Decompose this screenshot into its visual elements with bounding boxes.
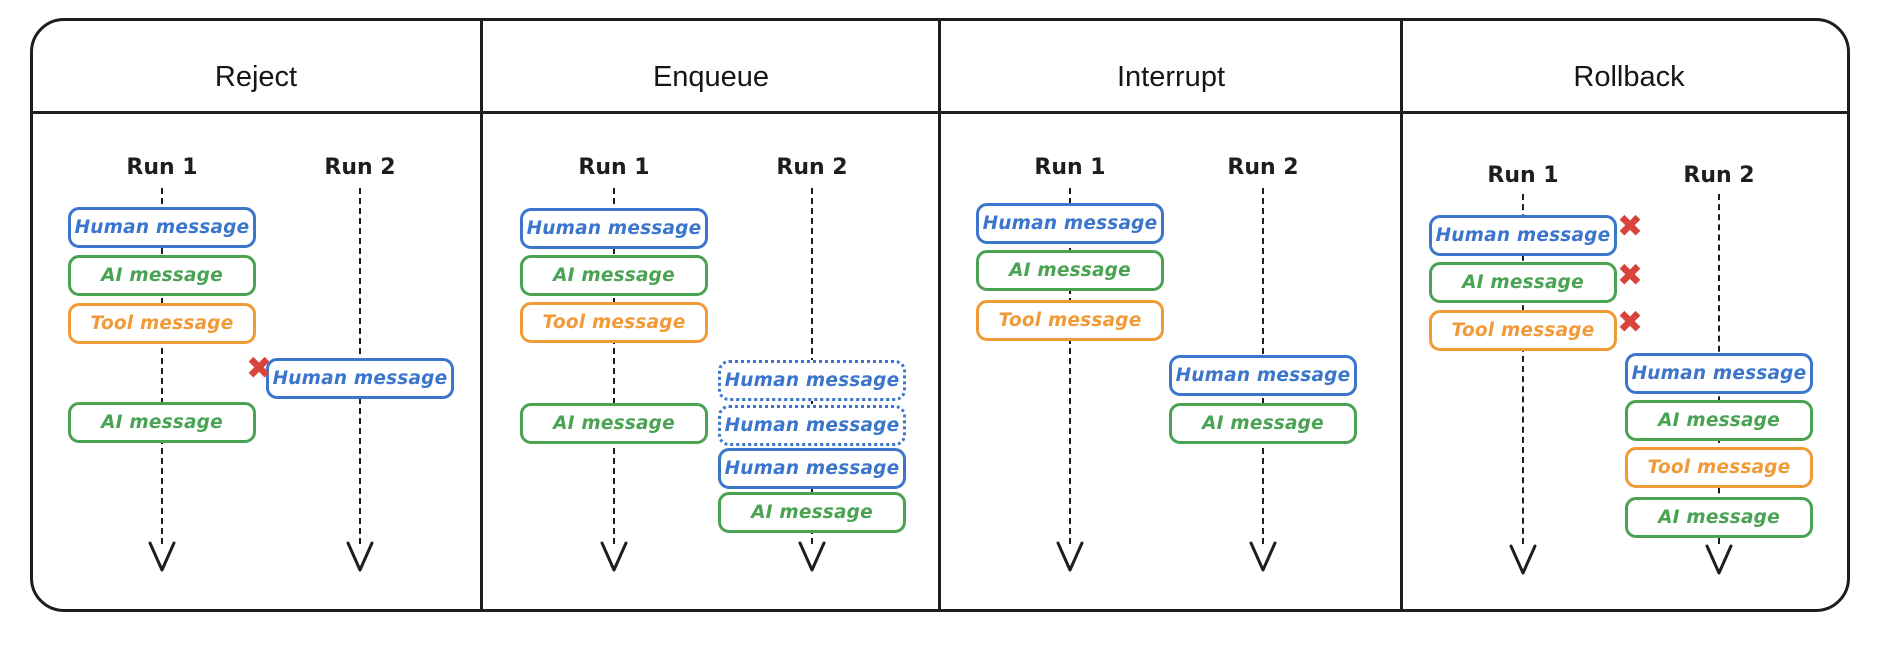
run-label: Run 1 <box>578 155 650 180</box>
tool-message-box: Tool message <box>520 302 708 343</box>
run-lifeline <box>161 188 163 544</box>
arrow-down-icon <box>1703 543 1735 577</box>
panel-title-rollback: Rollback <box>1573 61 1685 93</box>
tool-message-box: Tool message <box>1625 447 1813 488</box>
human-message-box: Human message <box>266 358 454 399</box>
run-lifeline <box>613 188 615 544</box>
arrow-down-icon <box>598 540 630 574</box>
panel-divider-1 <box>480 21 483 611</box>
ai-message-box: AI message <box>1169 403 1357 444</box>
rollback-x-icon: ✖ <box>1617 304 1643 341</box>
panel-title-interrupt: Interrupt <box>1117 61 1225 93</box>
ai-message-box: AI message <box>1625 497 1813 538</box>
run-label: Run 1 <box>126 155 198 180</box>
queued-human-message-box: Human message <box>718 405 906 446</box>
panel-divider-2 <box>938 21 941 611</box>
human-message-box: Human message <box>1169 355 1357 396</box>
run-lifeline <box>1522 194 1524 544</box>
panel-divider-3 <box>1400 21 1403 611</box>
arrow-down-icon <box>344 540 376 574</box>
human-message-box: Human message <box>1625 353 1813 394</box>
ai-message-box: AI message <box>1625 400 1813 441</box>
ai-message-box: AI message <box>1429 262 1617 303</box>
panel-title-reject: Reject <box>214 61 298 93</box>
ai-message-box: AI message <box>68 255 256 296</box>
run-label: Run 2 <box>324 155 396 180</box>
arrow-down-icon <box>1507 543 1539 577</box>
arrow-down-icon <box>146 540 178 574</box>
human-message-box: Human message <box>68 207 256 248</box>
arrow-down-icon <box>796 540 828 574</box>
queued-human-message-box: Human message <box>718 360 906 401</box>
human-message-box: Human message <box>718 448 906 489</box>
rollback-x-icon: ✖ <box>1617 257 1643 294</box>
header-divider-line <box>32 111 1850 114</box>
run-label: Run 2 <box>1683 163 1755 188</box>
run-label: Run 1 <box>1487 163 1559 188</box>
tool-message-box: Tool message <box>1429 310 1617 351</box>
arrow-down-icon <box>1054 540 1086 574</box>
ai-message-box: AI message <box>68 402 256 443</box>
ai-message-box: AI message <box>718 492 906 533</box>
ai-message-box: AI message <box>520 255 708 296</box>
ai-message-box: AI message <box>520 403 708 444</box>
human-message-box: Human message <box>520 208 708 249</box>
ai-message-box: AI message <box>976 250 1164 291</box>
run-label: Run 2 <box>776 155 848 180</box>
human-message-box: Human message <box>1429 215 1617 256</box>
run-label: Run 2 <box>1227 155 1299 180</box>
tool-message-box: Tool message <box>68 303 256 344</box>
run-lifeline <box>1069 188 1071 544</box>
human-message-box: Human message <box>976 203 1164 244</box>
panel-title-enqueue: Enqueue <box>652 61 770 93</box>
reject-x-icon: ✖ <box>246 350 272 387</box>
rollback-x-icon: ✖ <box>1617 208 1643 245</box>
run-label: Run 1 <box>1034 155 1106 180</box>
tool-message-box: Tool message <box>976 300 1164 341</box>
arrow-down-icon <box>1247 540 1279 574</box>
